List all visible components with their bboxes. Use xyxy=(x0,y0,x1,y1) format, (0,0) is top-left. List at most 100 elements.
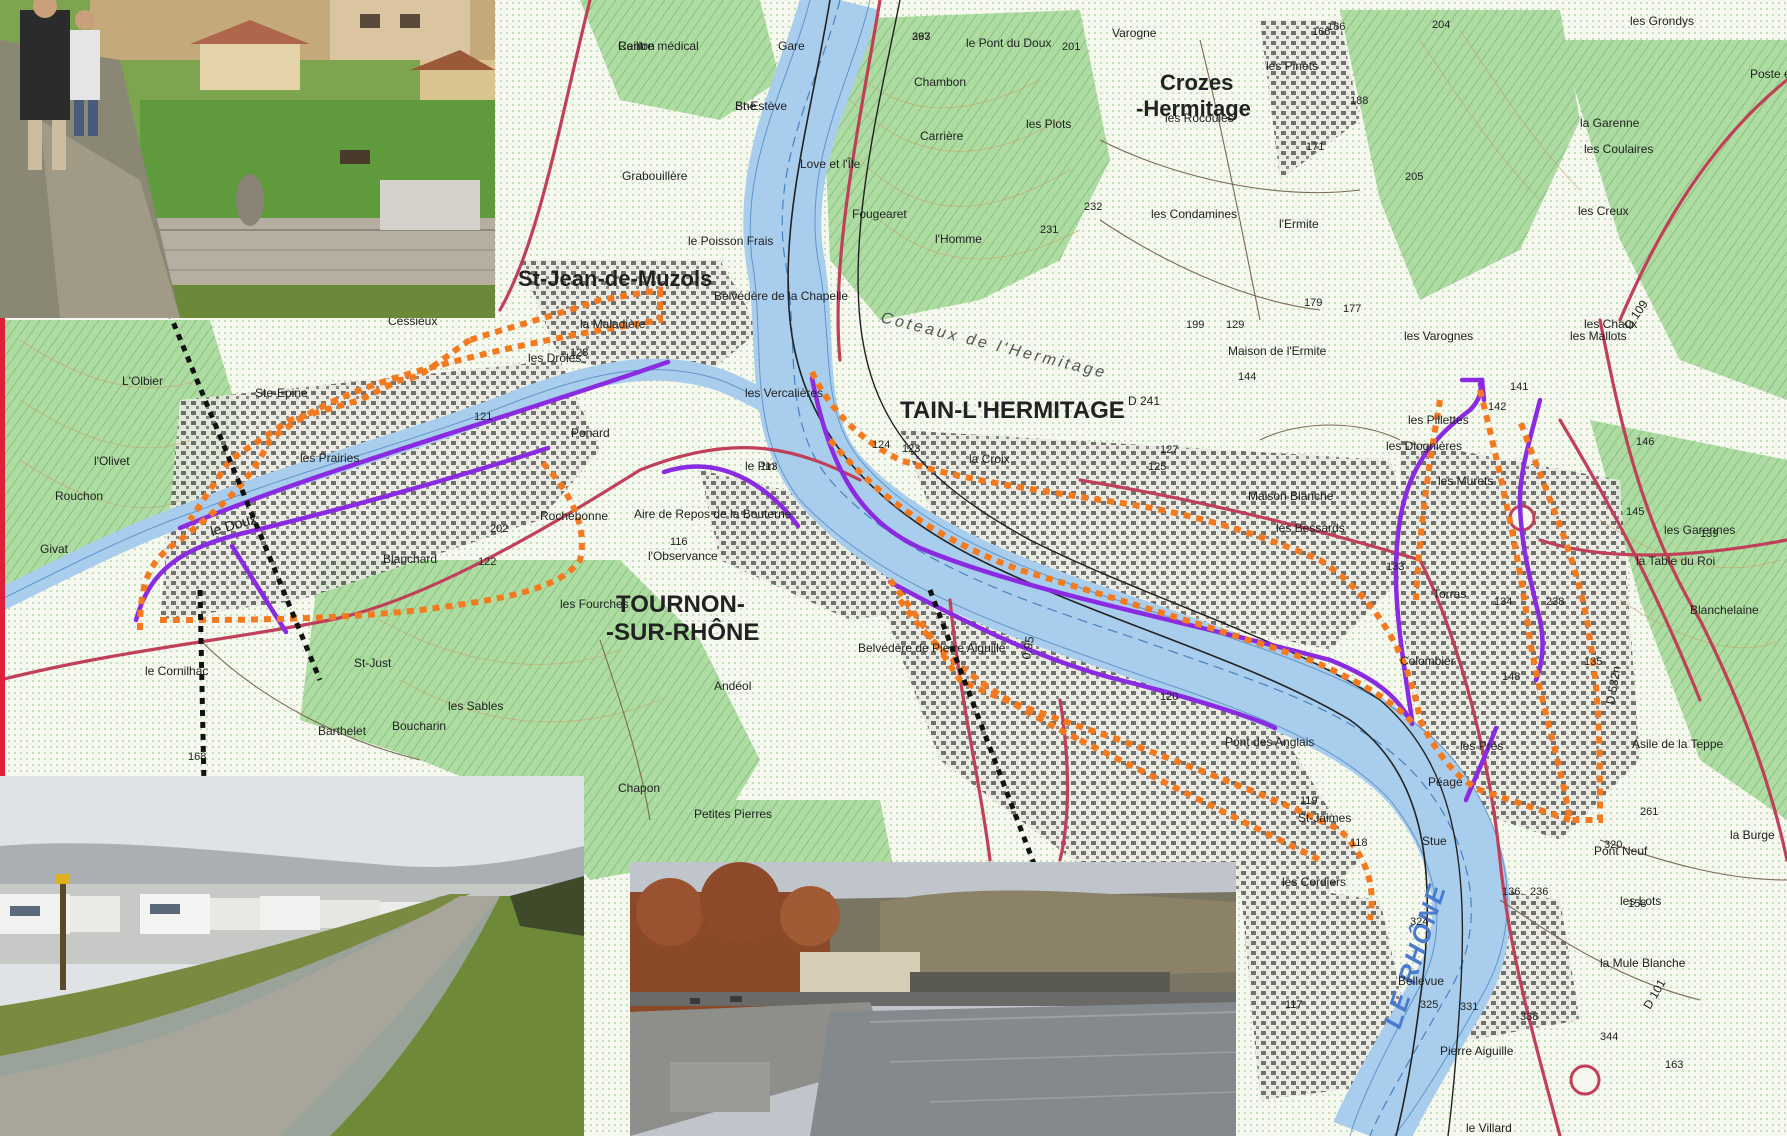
spot-height-label: 123 xyxy=(902,443,920,455)
photo-parking-inset xyxy=(0,776,584,1136)
spot-height-label: 134 xyxy=(1494,596,1512,608)
photo-garden-inset xyxy=(0,0,495,318)
place-label: Rochebonne xyxy=(540,509,608,523)
place-label: Varogne xyxy=(1112,26,1157,40)
place-label: Grabouillère xyxy=(622,169,688,183)
town-label-st-jean: St-Jean-de-Muzols xyxy=(518,266,712,291)
spot-height-label: 231 xyxy=(1040,224,1058,236)
place-label: L'Olbier xyxy=(122,374,163,388)
place-label: Poste électr. xyxy=(1750,67,1787,81)
place-label: le Cornilhac xyxy=(145,664,208,678)
place-label: St-Estève xyxy=(735,99,787,113)
place-label: les Creux xyxy=(1578,204,1629,218)
place-label: le Villard xyxy=(1466,1121,1512,1135)
place-label: la Table du Roi xyxy=(1636,554,1715,568)
parking-path-photo xyxy=(0,776,584,1136)
place-label: les Murets xyxy=(1438,474,1493,488)
place-label: les Varognes xyxy=(1404,329,1473,343)
place-label: Blanchard xyxy=(383,552,437,566)
spot-height-label: 145 xyxy=(1626,506,1644,518)
place-label: Belvédère de Pierre Aiguille xyxy=(858,641,1006,655)
orange-dotted-boundaries xyxy=(137,286,1604,921)
spot-height-label: 148 xyxy=(1502,671,1520,683)
town-label-crozes-1: Crozes xyxy=(1160,70,1233,95)
place-label: le Pin xyxy=(745,459,775,473)
place-label: Bne xyxy=(735,99,757,113)
spot-height-label: 201 xyxy=(1062,41,1080,53)
place-label: les Garennes xyxy=(1664,523,1735,537)
place-label: Andéol xyxy=(714,679,751,693)
spot-height-label: 236 xyxy=(1530,886,1548,898)
river-quay-photo xyxy=(630,862,1236,1136)
place-label: les Rocoules xyxy=(1165,111,1234,125)
road-label: D 532n xyxy=(1603,665,1624,706)
spot-height-label: 116 xyxy=(670,536,688,548)
spot-height-label: 142 xyxy=(1488,401,1506,413)
place-label: St-Jaimes xyxy=(1298,811,1351,825)
place-label: l'Olivet xyxy=(94,454,130,468)
place-label: Gare xyxy=(778,39,805,53)
spot-height-label: 320 xyxy=(1604,839,1622,851)
roundabout xyxy=(1569,1064,1601,1096)
spot-height-label: 124 xyxy=(872,439,890,451)
spot-height-label: 338 xyxy=(1520,1011,1538,1023)
town-label-tournon-2: -SUR-RHÔNE xyxy=(606,618,759,646)
spot-height-label: 325 xyxy=(1420,999,1438,1011)
spot-height-label: 128 xyxy=(570,347,588,359)
spot-height-label: 202 xyxy=(490,523,508,535)
place-label: Chambon xyxy=(914,75,966,89)
spot-height-label: 135 xyxy=(1584,656,1602,668)
spot-height-label: 331 xyxy=(1460,1001,1478,1013)
place-label: Barthelet xyxy=(318,724,367,738)
spot-height-label: 121 xyxy=(474,411,492,423)
place-label: Pont des Anglais xyxy=(1225,735,1314,749)
place-label: les Bessards xyxy=(1276,521,1345,535)
town-label-tournon-1: TOURNON- xyxy=(616,591,745,618)
spot-height-label: 163 xyxy=(1665,1059,1683,1071)
garden-photo xyxy=(0,0,495,318)
place-label: les Prairies xyxy=(300,451,359,465)
place-label: Ponard xyxy=(571,426,610,440)
place-label: Belvédère de la Chapelle xyxy=(714,289,848,303)
place-label: Love et l'Île xyxy=(800,156,861,171)
town-label-crozes-2: -Hermitage xyxy=(1136,96,1251,121)
spot-height-label: 133 xyxy=(1386,561,1404,573)
place-label: Boucharin xyxy=(392,719,446,733)
place-label: les Lots xyxy=(1620,894,1661,908)
place-label: Pont Neuf xyxy=(1594,844,1648,858)
map-edge-marker xyxy=(0,318,5,778)
spot-height-label: 363 xyxy=(912,31,930,43)
place-label: les Chaux xyxy=(1584,317,1637,331)
place-label: les Diognières xyxy=(1386,439,1462,453)
road-label: 0.95 xyxy=(1019,635,1037,661)
place-label: Carrière xyxy=(920,129,964,143)
place-label: Raillon xyxy=(618,39,655,53)
spot-height-label: 113 xyxy=(760,461,778,473)
place-label: les Condamines xyxy=(1151,207,1237,221)
place-label: Maison de l'Ermite xyxy=(1228,344,1327,358)
purple-lines xyxy=(133,359,1545,803)
spot-height-label: 344 xyxy=(1600,1031,1618,1043)
place-label: Stue xyxy=(1422,834,1447,848)
place-label: Petites Pierres xyxy=(694,807,772,821)
spot-height-label: 120 xyxy=(1160,691,1178,703)
forest-areas xyxy=(0,0,1787,900)
spot-height-label: 119 xyxy=(1300,795,1318,807)
spot-height-label: 122 xyxy=(478,556,496,568)
place-label: Torras xyxy=(1433,587,1466,601)
spot-height-label: 261 xyxy=(1640,806,1658,818)
place-label: Blanchelaine xyxy=(1690,603,1759,617)
spot-height-label: 204 xyxy=(1432,19,1450,31)
road-label: D 241 xyxy=(1128,394,1160,408)
town-label-tain: TAIN-L'HERMITAGE xyxy=(900,397,1125,424)
place-label: l'Observance xyxy=(648,549,718,563)
spot-height-label: 232 xyxy=(1084,201,1102,213)
spot-height-label: 139 xyxy=(1700,528,1718,540)
spot-height-label: 129 xyxy=(1226,319,1244,331)
place-label: Péage xyxy=(1428,775,1463,789)
